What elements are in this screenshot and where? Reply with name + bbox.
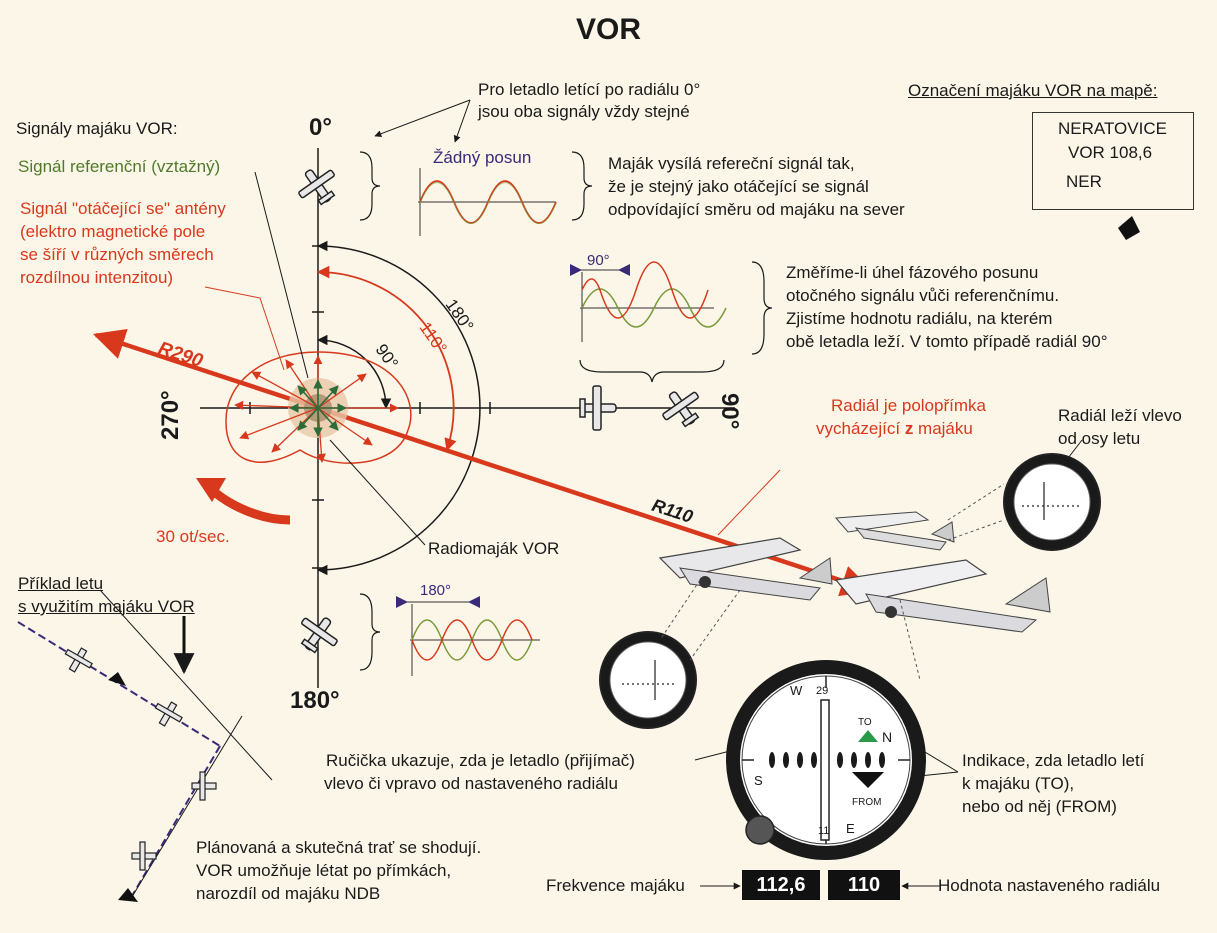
wave-90-shift bbox=[570, 261, 727, 342]
frequency-display: 112,6 bbox=[742, 870, 820, 900]
label-plan-3: narozdíl od majáku NDB bbox=[196, 884, 381, 903]
label-rot-signal-2: (elektro magnetické pole bbox=[20, 222, 206, 241]
label-frequency: Frekvence majáku bbox=[546, 876, 685, 895]
wave-180-shift bbox=[396, 596, 540, 676]
label-ref-desc-3: odpovídající směru od majáku na sever bbox=[608, 200, 905, 219]
label-plan-2: VOR umožňuje létat po přímkách, bbox=[196, 861, 452, 880]
label-example-2: s využitím majáku VOR bbox=[18, 597, 195, 616]
label-no-shift: Žádný posun bbox=[433, 148, 532, 167]
label-radial-def-2: vycházející z majáku bbox=[816, 419, 973, 438]
gauge-29: 29 bbox=[816, 685, 829, 697]
label-rot-signal-4: rozdílnou intenzitou) bbox=[20, 268, 174, 287]
mini-instrument-marks bbox=[622, 482, 1082, 700]
label-radial-left-1: Radiál leží vlevo bbox=[1058, 406, 1182, 425]
label-map-heading: Označení majáku VOR na mapě: bbox=[908, 81, 1158, 100]
example-track bbox=[17, 589, 273, 902]
plane-icons bbox=[298, 169, 700, 654]
rotation-arrow bbox=[206, 484, 291, 525]
label-needle-2: vlevo či vpravo od nastaveného radiálu bbox=[324, 774, 618, 793]
label-rot-signal-1: Signál "otáčející se" antény bbox=[20, 199, 226, 218]
vor-gauge bbox=[726, 660, 926, 860]
label-plan-1: Plánovaná a skutečná trať se shodují. bbox=[196, 838, 482, 857]
label-rpm: 30 ot/sec. bbox=[156, 527, 230, 546]
label-tofrom-1: Indikace, zda letadlo letí bbox=[962, 751, 1145, 770]
label-ref-signal: Signál referenční (vztažný) bbox=[18, 157, 221, 176]
map-name: NERATOVICE bbox=[1054, 118, 1171, 140]
label-needle-1: Ručička ukazuje, zda je letadlo (přijíma… bbox=[326, 751, 635, 770]
label-ref-desc-2: že je stejný jako otáčející se signál bbox=[608, 177, 869, 196]
label-deg-90: 90° bbox=[716, 393, 743, 430]
gauge-s: S bbox=[754, 773, 763, 788]
radial-display: 110 bbox=[828, 870, 900, 900]
label-measure-2: otočného signálu vůči referenčnímu. bbox=[786, 286, 1060, 305]
label-top-note-1: Pro letadlo letící po radiálu 0° bbox=[478, 80, 701, 99]
label-top-note-2: jsou oba signály vždy stejné bbox=[478, 102, 690, 121]
label-shift-180: 180° bbox=[420, 582, 452, 599]
label-rot-signal-3: se šíří v různých směrech bbox=[20, 245, 214, 264]
gauge-from: FROM bbox=[852, 797, 882, 808]
label-example-1: Příklad letu bbox=[18, 574, 104, 593]
label-measure-1: Změříme-li úhel fázového posunu bbox=[786, 263, 1039, 282]
page-title: VOR bbox=[575, 13, 641, 46]
radial-r110 bbox=[317, 405, 873, 597]
label-radiomajak: Radiomaják VOR bbox=[428, 539, 560, 558]
braces bbox=[359, 151, 773, 671]
aircraft-perspective bbox=[658, 511, 1051, 633]
label-radial-def-1: Radiál je polopřímka bbox=[831, 396, 986, 415]
label-tofrom-2: k majáku (TO), bbox=[962, 774, 1075, 793]
arc-110 bbox=[316, 265, 457, 452]
label-measure-3: Zjistíme hodnotu radiálu, na kterém bbox=[786, 309, 1053, 328]
label-deg-180: 180° bbox=[290, 687, 340, 714]
map-identifier: NER bbox=[1066, 172, 1102, 191]
gauge-11: 11 bbox=[818, 825, 830, 837]
antenna-pattern bbox=[225, 351, 412, 464]
label-ref-desc-1: Maják vysílá refereční signál tak, bbox=[608, 154, 855, 173]
label-signals-heading: Signály majáku VOR: bbox=[16, 119, 178, 138]
label-tofrom-3: nebo od něj (FROM) bbox=[962, 797, 1117, 816]
label-deg-270: 270° bbox=[157, 390, 184, 440]
label-shift-90: 90° bbox=[587, 252, 610, 269]
mini-instruments bbox=[599, 453, 1101, 729]
label-measure-4: obě letadla leží. V tomto případě radiál… bbox=[786, 332, 1108, 351]
pattern-arrows-green bbox=[289, 379, 347, 437]
map-frequency: VOR 108,6 bbox=[1068, 143, 1153, 162]
gauge-e: E bbox=[846, 821, 855, 836]
label-radial-value: Hodnota nastaveného radiálu bbox=[938, 876, 1161, 895]
gauge-to: TO bbox=[858, 717, 872, 728]
label-radial-left-2: od osy letu bbox=[1058, 429, 1141, 448]
gauge-n: N bbox=[882, 729, 893, 745]
wave-no-shift bbox=[418, 168, 557, 236]
label-deg-0: 0° bbox=[309, 114, 332, 141]
arc-180 bbox=[316, 240, 481, 576]
radial-r290 bbox=[93, 328, 319, 411]
gauge-w: W bbox=[790, 683, 803, 698]
